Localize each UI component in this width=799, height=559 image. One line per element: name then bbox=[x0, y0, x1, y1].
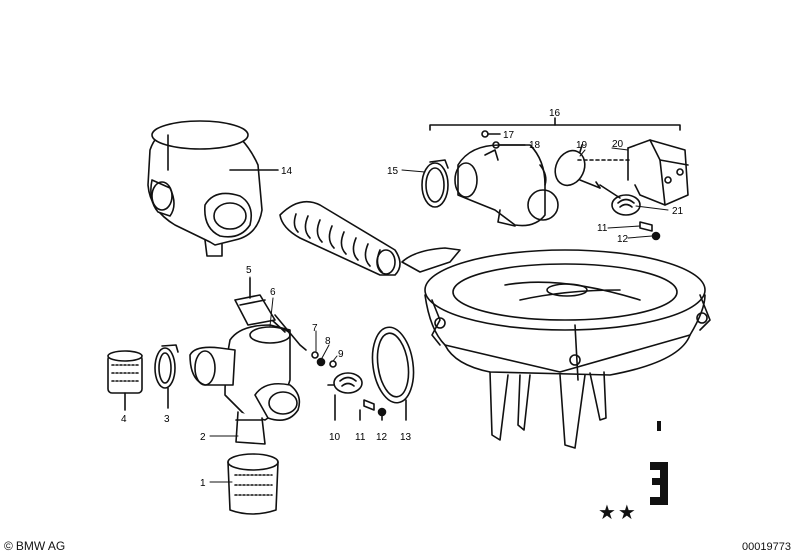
leader-lines bbox=[209, 133, 669, 483]
filter-sleeve-4 bbox=[107, 350, 143, 411]
large-air-cleaner bbox=[401, 247, 711, 449]
stars-mark: ★★ bbox=[598, 500, 638, 524]
screw-11-upper bbox=[639, 221, 653, 232]
group-16-bracket bbox=[429, 117, 681, 131]
callout-15: 15 bbox=[387, 166, 399, 177]
paper-strip-5 bbox=[234, 277, 276, 326]
corrugated-hose bbox=[279, 200, 401, 276]
callout-8: 8 bbox=[325, 336, 331, 347]
intake-elbow-upper bbox=[454, 144, 559, 227]
callout-16: 16 bbox=[549, 108, 561, 119]
callout-7: 7 bbox=[312, 323, 318, 334]
callout-2: 2 bbox=[200, 432, 206, 443]
diagram-number: 00019773 bbox=[742, 541, 791, 553]
thermostat-10 bbox=[327, 372, 363, 421]
callout-4: 4 bbox=[121, 414, 127, 425]
filter-element-1 bbox=[227, 453, 279, 515]
callout-3: 3 bbox=[164, 414, 170, 425]
washer-9 bbox=[329, 360, 337, 368]
callout-11-lower: 11 bbox=[355, 432, 366, 443]
nut-12-upper bbox=[651, 231, 661, 241]
callout-9: 9 bbox=[338, 349, 344, 360]
screw-7 bbox=[311, 351, 319, 359]
callout-1: 1 bbox=[200, 478, 206, 489]
callout-5: 5 bbox=[246, 265, 252, 276]
callout-13: 13 bbox=[400, 432, 412, 443]
thermostat-21 bbox=[595, 181, 641, 216]
air-cleaner-housing bbox=[147, 120, 279, 257]
nut-8 bbox=[316, 357, 326, 367]
screw-11-lower bbox=[359, 399, 375, 421]
partial-symbol bbox=[650, 421, 668, 505]
callout-12-upper: 12 bbox=[617, 234, 629, 245]
flap-19 bbox=[554, 144, 641, 189]
clamp-15 bbox=[421, 159, 449, 208]
callout-18: 18 bbox=[529, 140, 541, 151]
copyright-symbol: © bbox=[4, 539, 13, 553]
callout-11-upper: 11 bbox=[597, 223, 608, 234]
intake-elbow-lower bbox=[189, 314, 307, 445]
brand-label: BMW AG bbox=[15, 539, 66, 553]
copyright-footer: © BMW AG bbox=[4, 539, 65, 553]
callout-14: 14 bbox=[281, 166, 293, 177]
callout-12-lower: 12 bbox=[376, 432, 388, 443]
callout-labels: 1 2 3 4 5 6 7 8 9 10 11 12 13 14 15 16 1… bbox=[121, 108, 684, 489]
callout-17: 17 bbox=[503, 130, 515, 141]
callout-21: 21 bbox=[672, 206, 684, 217]
seal-ring-13 bbox=[371, 326, 415, 421]
bracket-20 bbox=[627, 139, 689, 206]
callout-6: 6 bbox=[270, 287, 276, 298]
callout-10: 10 bbox=[329, 432, 341, 443]
callout-20: 20 bbox=[612, 139, 624, 150]
clamp-3 bbox=[154, 344, 179, 409]
callout-19: 19 bbox=[576, 140, 588, 151]
nut-12-lower bbox=[377, 407, 387, 421]
